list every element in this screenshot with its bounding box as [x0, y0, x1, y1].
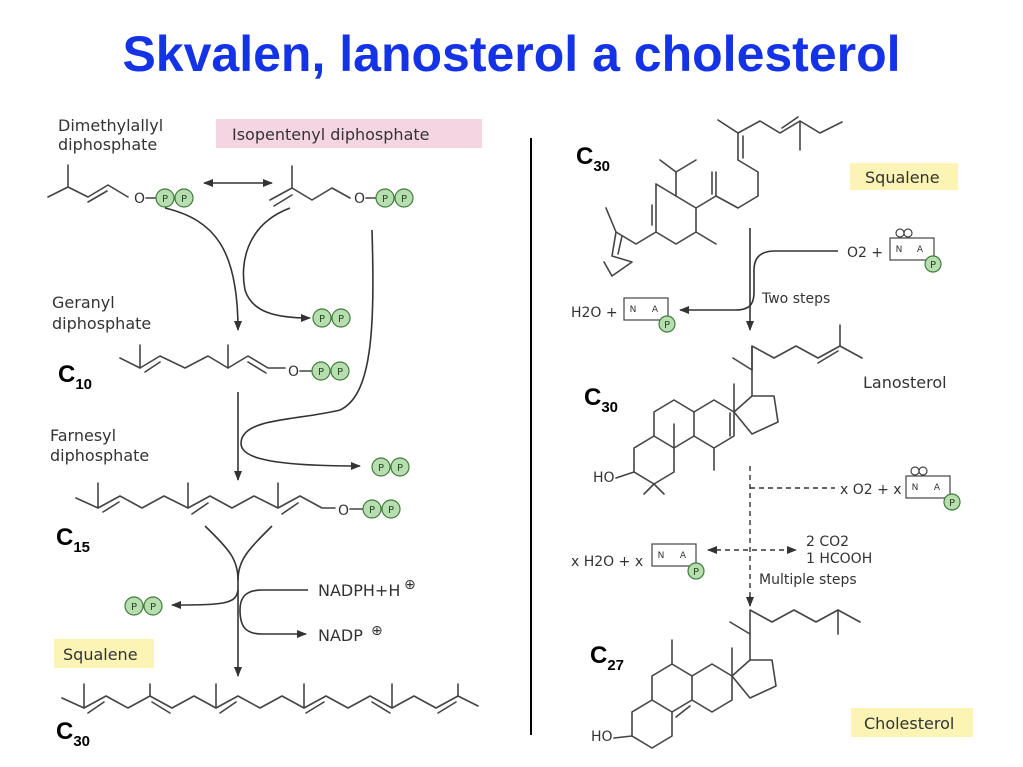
x-h2o-label: x H2O + x — [571, 554, 643, 570]
nadph-icon-1: N A P — [889, 228, 942, 273]
svg-text:N: N — [912, 483, 919, 493]
nadph-icon-4: N A P — [651, 543, 705, 580]
svg-text:A: A — [652, 305, 659, 315]
svg-text:P: P — [131, 602, 137, 613]
carbon-count-c30-left: C30 — [56, 718, 90, 750]
lanosterol-structure — [615, 324, 863, 495]
svg-text:P: P — [162, 194, 168, 205]
farnesyl-label-1: Farnesyl — [50, 426, 116, 445]
svg-text:N: N — [658, 551, 665, 561]
hcooh-label: 1 HCOOH — [806, 551, 872, 567]
ppi-release-arrow-2 — [240, 229, 374, 470]
nadph-icon-3: N A P — [905, 466, 961, 511]
x-o2-label: x O2 + x — [840, 482, 902, 498]
svg-text:P: P — [319, 314, 325, 325]
isopentenyl-structure: O P P — [269, 165, 414, 208]
nadph-icon-2: N A P — [623, 297, 676, 333]
svg-text:P: P — [337, 367, 343, 378]
condensation-arrow-1 — [164, 207, 242, 331]
svg-text:P: P — [181, 194, 187, 205]
svg-text:N: N — [896, 245, 903, 255]
carbon-count-c30-lanosterol: C30 — [584, 384, 618, 416]
ppi-release-arrow-3 — [171, 589, 239, 609]
carbon-count-c15: C15 — [56, 524, 90, 556]
h2o-label: H2O + — [571, 305, 618, 321]
svg-text:P: P — [930, 260, 936, 271]
two-steps-label: Two steps — [761, 291, 830, 307]
carbon-count-c30-squalene: C30 — [576, 143, 610, 175]
svg-text:P: P — [664, 320, 670, 331]
dimethylallyl-label-2: diphosphate — [58, 135, 157, 154]
o2-label: O2 + — [847, 245, 883, 261]
farnesyl-label-2: diphosphate — [50, 446, 149, 465]
carbon-count-c10: C10 — [58, 361, 92, 393]
oxygen-water-arrow — [679, 250, 838, 314]
svg-text:P: P — [318, 367, 324, 378]
squalene-folded-structure — [603, 116, 843, 277]
svg-text:O: O — [288, 364, 299, 380]
dimethylallyl-label-1: Dimethylallyl — [58, 116, 163, 135]
geranyl-label-1: Geranyl — [52, 293, 115, 312]
merge-curve-left — [204, 525, 239, 581]
svg-text:A: A — [680, 551, 687, 561]
ho-label-lanosterol: HO — [593, 470, 615, 486]
nadp-label: NADP — [318, 626, 363, 645]
isopentenyl-highlight — [216, 119, 482, 148]
nadph-label: NADPH+H — [318, 581, 400, 600]
cholesterol-label: Cholesterol — [864, 714, 954, 733]
svg-text:O: O — [134, 191, 145, 207]
squalene-highlight-right — [850, 163, 958, 190]
squalene-label-left: Squalene — [63, 645, 138, 664]
svg-text:P: P — [388, 505, 394, 516]
svg-text:P: P — [397, 463, 403, 474]
isopentenyl-label: Isopentenyl diphosphate — [232, 125, 429, 144]
svg-text:O: O — [354, 191, 365, 207]
ppi-release-arrow-1 — [242, 207, 311, 322]
svg-text:P: P — [150, 602, 156, 613]
ho-label-cholesterol: HO — [591, 729, 613, 745]
svg-text:P: P — [401, 194, 407, 205]
nadph-charge: ⊕ — [404, 577, 416, 593]
svg-text:A: A — [917, 245, 924, 255]
nadph-arrow — [239, 589, 308, 638]
svg-text:P: P — [382, 194, 388, 205]
squalene-linear-structure — [61, 683, 479, 714]
svg-text:P: P — [693, 567, 699, 578]
dimethylallyl-structure: O P P — [47, 164, 194, 208]
squalene-label-right: Squalene — [865, 168, 940, 187]
svg-text:N: N — [630, 305, 637, 315]
lanosterol-label: Lanosterol — [863, 373, 947, 392]
svg-text:P: P — [369, 505, 375, 516]
nadp-charge: ⊕ — [371, 623, 383, 639]
svg-text:P: P — [949, 498, 955, 509]
merge-curve-right — [237, 525, 273, 581]
co2-label: 2 CO2 — [806, 534, 849, 550]
multiple-steps-label: Multiple steps — [759, 572, 857, 588]
geranyl-label-2: diphosphate — [52, 314, 151, 333]
slide-title: Skvalen, lanosterol a cholesterol — [122, 26, 901, 82]
squalene-highlight-left — [54, 639, 154, 668]
svg-text:A: A — [934, 483, 941, 493]
svg-text:P: P — [378, 463, 384, 474]
cholesterol-structure — [613, 609, 861, 749]
svg-text:P: P — [338, 314, 344, 325]
svg-text:O: O — [338, 503, 349, 519]
carbon-count-c27: C27 — [590, 642, 624, 674]
cholesterol-highlight — [851, 708, 973, 737]
